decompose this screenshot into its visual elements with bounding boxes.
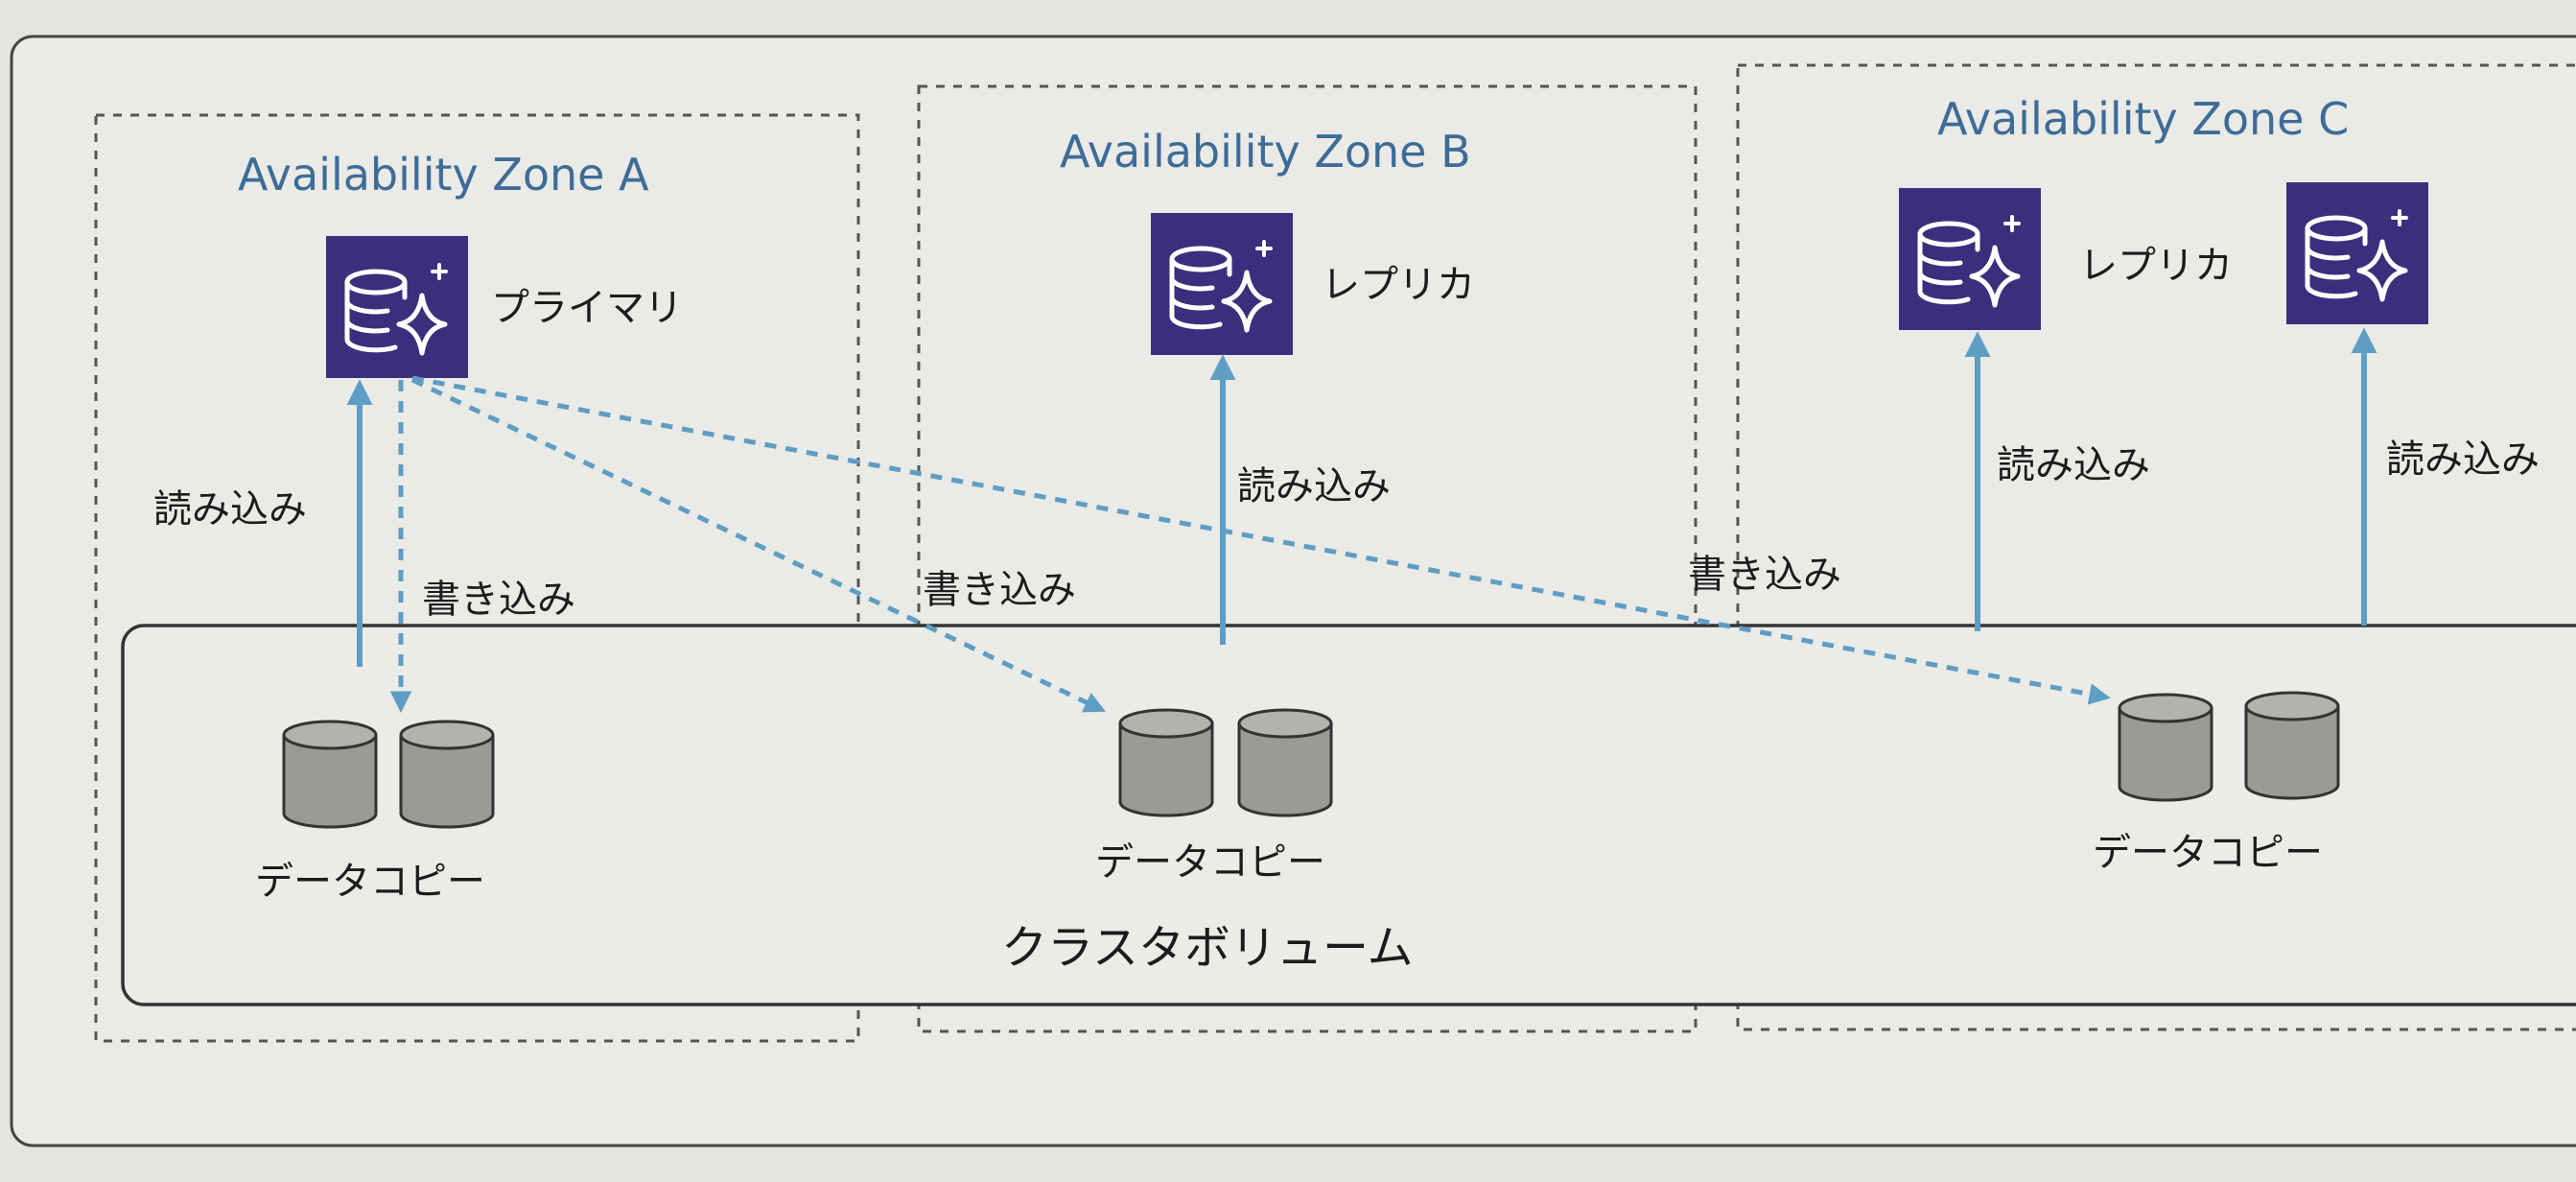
storage-a-cylinder-1	[282, 720, 378, 829]
replica-b-instance-icon	[1151, 213, 1293, 355]
read-label-c1: 読み込み	[1997, 443, 2150, 487]
cluster-volume-box	[121, 624, 2576, 1006]
write-label-a: 書き込み	[422, 578, 575, 622]
storage-c-cylinder-2	[2244, 691, 2340, 800]
storage-a-label: データコピー	[255, 860, 485, 904]
cluster-volume-label: クラスタボリューム	[1001, 921, 1414, 975]
storage-b-cylinder-1	[1118, 708, 1214, 817]
replica-c2-instance-icon	[2286, 182, 2428, 324]
zone-c-boundary	[1736, 63, 2576, 1031]
primary-instance-icon	[326, 236, 468, 378]
replica-c1-instance-icon	[1899, 188, 2041, 330]
write-arrow-b	[410, 377, 1107, 713]
storage-c-cylinder-1	[2118, 693, 2213, 802]
read-label-a: 読み込み	[153, 487, 307, 532]
zone-a-boundary	[94, 113, 860, 1043]
replica-b-label: レプリカ	[1322, 263, 1475, 307]
storage-b-cylinder-2	[1237, 708, 1333, 817]
write-label-c: 書き込み	[1688, 553, 1841, 597]
storage-c-label: データコピー	[2093, 831, 2323, 875]
zone-c-title: Availability Zone C	[1937, 93, 2349, 145]
storage-a-cylinder-2	[399, 720, 495, 829]
replica-c-label: レプリカ	[2079, 244, 2233, 288]
read-label-b: 読み込み	[1237, 464, 1391, 508]
storage-b-label: データコピー	[1095, 840, 1325, 885]
zone-a-title: Availability Zone A	[238, 149, 649, 201]
zone-b-title: Availability Zone B	[1060, 126, 1471, 177]
zone-b-boundary	[917, 84, 1698, 1033]
read-label-c2: 読み込み	[2386, 437, 2540, 482]
write-label-b: 書き込み	[923, 568, 1076, 612]
primary-label: プライマリ	[491, 286, 683, 330]
